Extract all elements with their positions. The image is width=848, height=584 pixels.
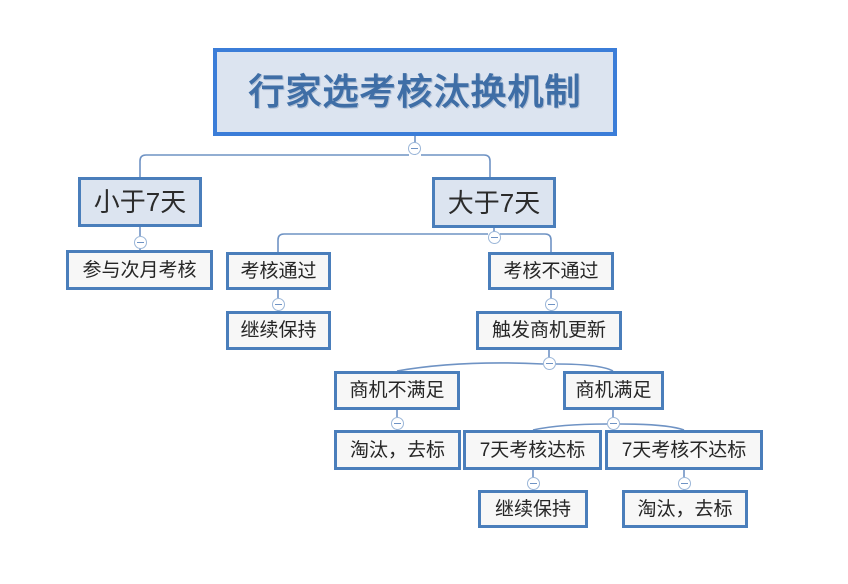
node-opportunity-unmet[interactable]: 商机不满足 [334, 371, 460, 410]
node-join-next-month-review[interactable]: 参与次月考核 [66, 250, 213, 290]
node-keep-going-left-label: 继续保持 [240, 320, 317, 341]
node-review-failed[interactable]: 考核不通过 [488, 252, 614, 290]
node-keep-going-right-label: 继续保持 [494, 498, 571, 520]
node-review-passed-label: 考核通过 [240, 260, 317, 282]
edge-trigger-to-unmet [396, 362, 544, 372]
node-review-passed[interactable]: 考核通过 [226, 252, 331, 290]
collapse-minus-icon-passed[interactable] [272, 298, 285, 311]
node-opportunity-met-label: 商机满足 [575, 380, 652, 401]
node-greater-than-7-days[interactable]: 大于7天 [432, 177, 556, 228]
node-eliminate-remove-tag-left[interactable]: 淘汰，去标 [334, 430, 461, 470]
node-seven-day-review-fail[interactable]: 7天考核不达标 [605, 430, 763, 470]
node-review-failed-label: 考核不通过 [503, 260, 599, 282]
collapse-minus-icon-failed[interactable] [545, 298, 558, 311]
collapse-minus-icon-lt7[interactable] [134, 236, 147, 249]
node-eliminate-remove-tag-right[interactable]: 淘汰，去标 [622, 490, 748, 528]
collapse-minus-icon-trigger[interactable] [543, 357, 556, 370]
node-trigger-opportunity-update-label: 触发商机更新 [491, 320, 606, 341]
node-root-title[interactable]: 行家选考核汰换机制 [213, 48, 617, 136]
collapse-minus-icon-root[interactable] [408, 142, 421, 155]
node-eliminate-remove-tag-left-label: 淘汰，去标 [349, 439, 445, 461]
node-join-next-month-review-label: 参与次月考核 [82, 259, 197, 281]
node-trigger-opportunity-update[interactable]: 触发商机更新 [476, 311, 622, 350]
edge-gt7-to-children [277, 233, 552, 252]
node-keep-going-right[interactable]: 继续保持 [478, 490, 588, 528]
node-seven-day-review-fail-label: 7天考核不达标 [621, 439, 747, 461]
node-seven-day-review-pass[interactable]: 7天考核达标 [463, 430, 602, 470]
collapse-minus-icon-met[interactable] [607, 417, 620, 430]
node-opportunity-met[interactable]: 商机满足 [563, 371, 664, 410]
edge-root-to-children [139, 154, 491, 177]
collapse-minus-icon-unmet[interactable] [391, 417, 404, 430]
collapse-minus-icon-seven-pass[interactable] [527, 477, 540, 490]
node-less-than-7-days-label: 小于7天 [93, 187, 187, 217]
node-greater-than-7-days-label: 大于7天 [447, 187, 541, 218]
node-seven-day-review-pass-label: 7天考核达标 [479, 439, 586, 461]
collapse-minus-icon-gt7[interactable] [488, 231, 501, 244]
edge-trigger-to-met [555, 363, 614, 372]
node-root-title-label: 行家选考核汰换机制 [248, 71, 582, 112]
node-opportunity-unmet-label: 商机不满足 [349, 380, 445, 401]
node-eliminate-remove-tag-right-label: 淘汰，去标 [637, 498, 733, 520]
node-keep-going-left[interactable]: 继续保持 [226, 311, 331, 350]
node-less-than-7-days[interactable]: 小于7天 [78, 177, 202, 227]
collapse-minus-icon-seven-fail[interactable] [678, 477, 691, 490]
